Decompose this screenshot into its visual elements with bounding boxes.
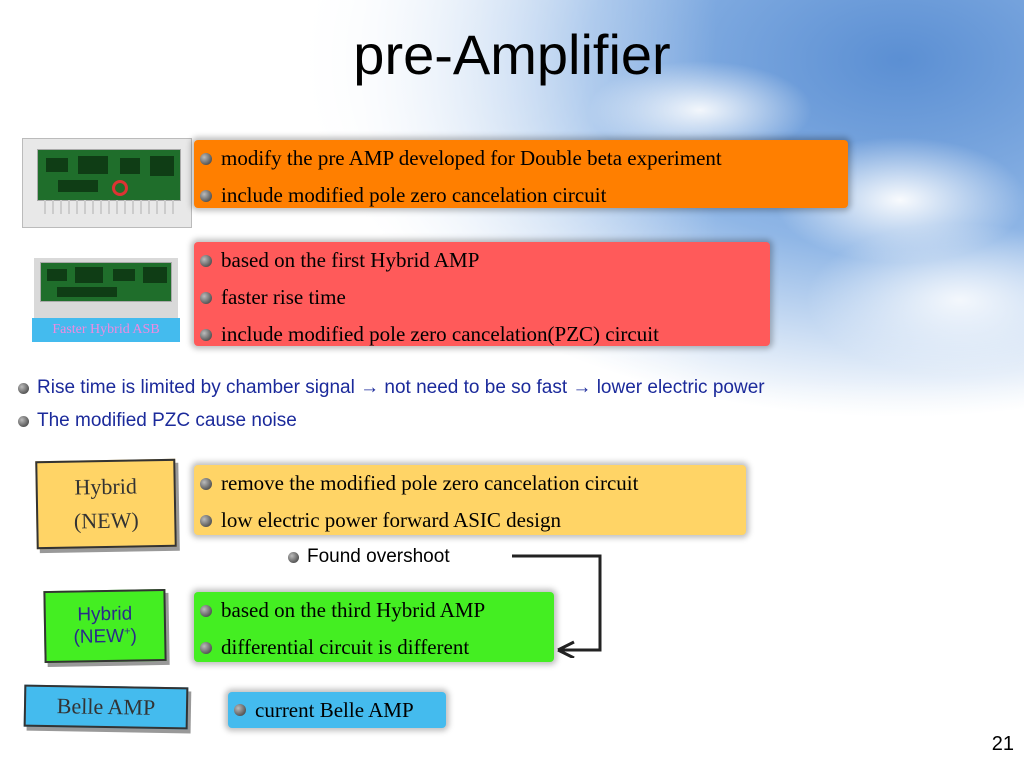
pcb-photo-faster-hybrid bbox=[34, 258, 178, 318]
page-number: 21 bbox=[991, 733, 1014, 755]
list-item: remove the modified pole zero cancelatio… bbox=[200, 465, 746, 502]
blue-box: current Belle AMP bbox=[228, 692, 446, 728]
overshoot-note: Found overshoot bbox=[288, 546, 450, 568]
list-item: differential circuit is different bbox=[200, 629, 554, 666]
faster-hybrid-label: Faster Hybrid ASB bbox=[32, 318, 180, 342]
list-item: include modified pole zero cancelation c… bbox=[200, 177, 848, 214]
overshoot-arrow-icon bbox=[512, 554, 602, 658]
pcb-photo-first-hybrid bbox=[22, 138, 192, 228]
bullet-icon bbox=[200, 641, 212, 654]
list-item: faster rise time bbox=[200, 279, 770, 316]
note-pzc-noise: The modified PZC cause noise bbox=[18, 410, 297, 432]
bullet-icon bbox=[200, 604, 212, 617]
bullet-icon bbox=[234, 704, 246, 716]
list-item: current Belle AMP bbox=[234, 692, 446, 728]
list-item: modify the pre AMP developed for Double … bbox=[200, 140, 848, 177]
green-box: based on the third Hybrid AMP differenti… bbox=[194, 592, 554, 662]
slide-title: pre-Amplifier bbox=[353, 23, 671, 86]
bullet-icon bbox=[18, 415, 29, 427]
list-item: low electric power forward ASIC design bbox=[200, 502, 746, 539]
orange-box: modify the pre AMP developed for Double … bbox=[194, 140, 848, 208]
bullet-icon bbox=[200, 328, 212, 341]
red-box: based on the first Hybrid AMP faster ris… bbox=[194, 242, 770, 346]
hybrid-newplus-card: Hybrid (NEW+) bbox=[43, 588, 167, 664]
bullet-icon bbox=[200, 152, 212, 165]
note-rise-time: Rise time is limited by chamber signal →… bbox=[18, 377, 765, 399]
list-item: based on the first Hybrid AMP bbox=[200, 242, 770, 279]
bullet-icon bbox=[200, 477, 212, 490]
yellow-box: remove the modified pole zero cancelatio… bbox=[194, 465, 746, 535]
list-item: include modified pole zero cancelation(P… bbox=[200, 316, 770, 353]
belle-amp-card: Belle AMP bbox=[23, 684, 189, 730]
list-item: based on the third Hybrid AMP bbox=[200, 592, 554, 629]
bullet-icon bbox=[288, 551, 299, 563]
bullet-icon bbox=[18, 382, 29, 394]
hybrid-newplus-line2: (NEW+) bbox=[73, 625, 138, 648]
bullet-icon bbox=[200, 291, 212, 304]
bullet-icon bbox=[200, 254, 212, 267]
bullet-icon bbox=[200, 189, 212, 202]
hybrid-new-card: Hybrid (NEW) bbox=[35, 458, 177, 550]
bullet-icon bbox=[200, 514, 212, 527]
